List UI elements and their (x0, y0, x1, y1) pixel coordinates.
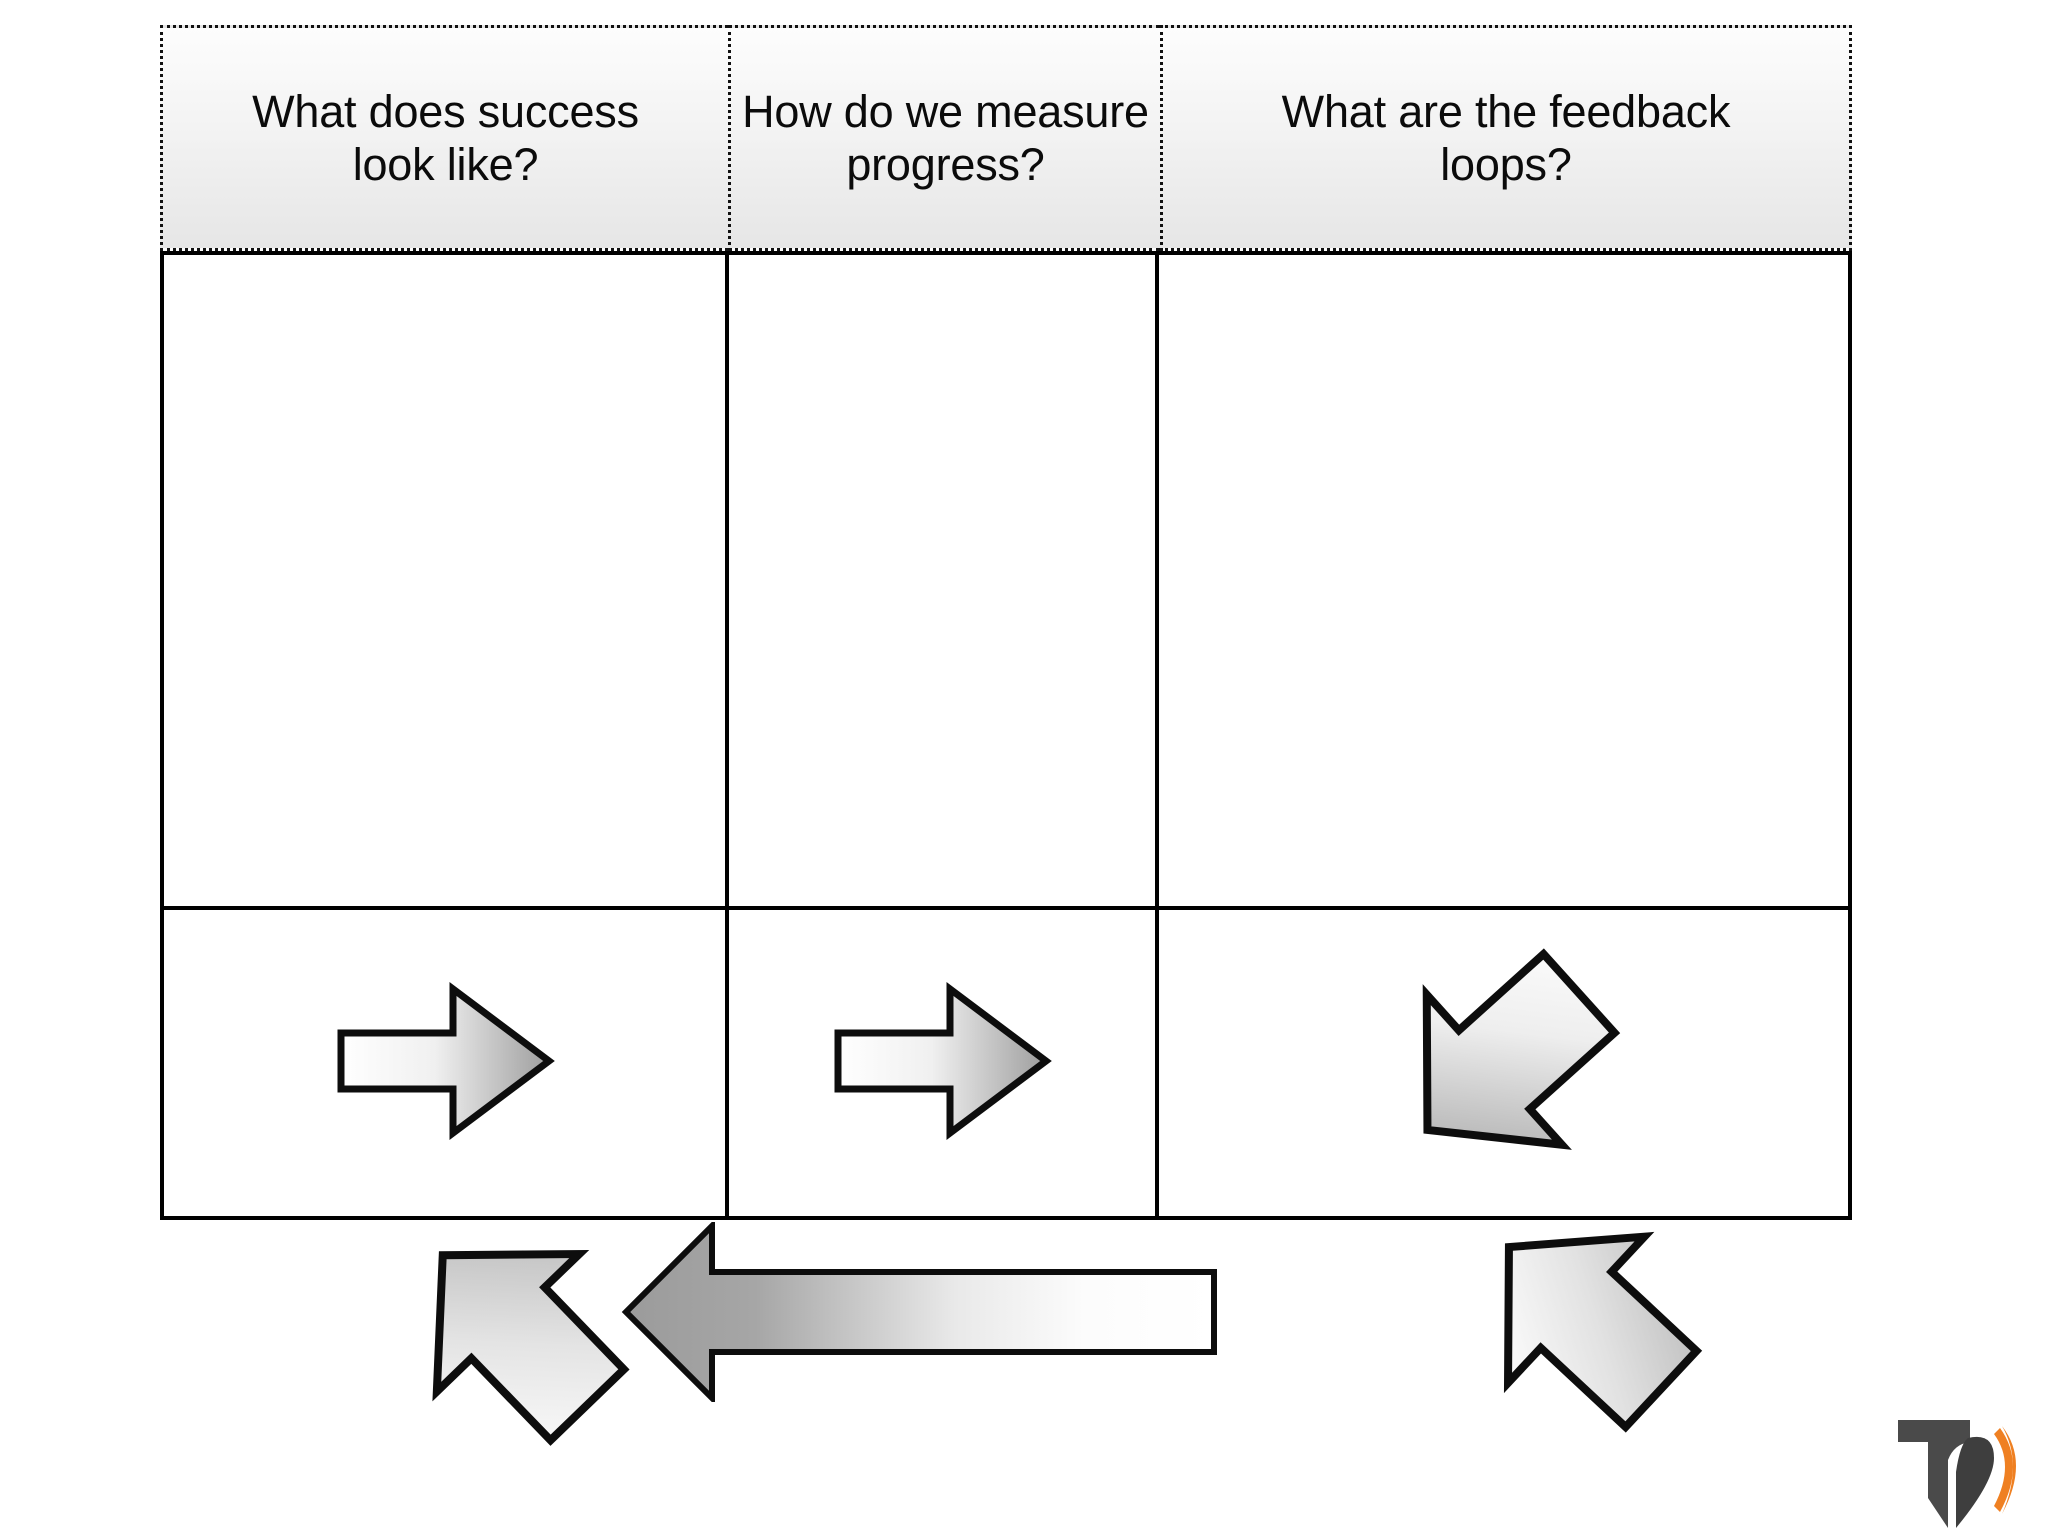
table-header-row: What does success look like? How do we m… (160, 25, 1852, 251)
header-line-2: look like? (352, 139, 539, 190)
table-content-row (160, 251, 1852, 910)
logo-accent-arc-2 (1994, 1428, 2013, 1512)
content-cell-success[interactable] (164, 255, 730, 906)
header-label-measure: How do we measure progress? (732, 85, 1159, 191)
arrow-cell-measure (729, 910, 1160, 1216)
arrow-cell-feedback (1159, 910, 1848, 1216)
success-measurement-feedback-grid: What does success look like? How do we m… (160, 25, 1852, 1220)
arrow-down-right-icon (1379, 946, 1629, 1181)
header-cell-measure: How do we measure progress? (728, 25, 1160, 251)
logo-accent-arc (2002, 1426, 2016, 1514)
loop-arrow-down-left-icon (1455, 1198, 1715, 1443)
content-cell-feedback[interactable] (1159, 255, 1848, 906)
arrow-cell-success (164, 910, 730, 1216)
arrow-right-icon (335, 981, 555, 1146)
header-line-2: progress? (846, 139, 1045, 190)
logo-mark-wing (1956, 1436, 1994, 1528)
arrow-right-icon (832, 981, 1053, 1146)
header-label-feedback: What are the feedback loops? (1272, 85, 1741, 191)
brand-logo[interactable] (1890, 1402, 2030, 1532)
header-line-1: What are the feedback (1281, 85, 1731, 137)
header-line-2: loops? (1440, 139, 1572, 190)
header-line-1: What does success (252, 85, 639, 137)
header-cell-success: What does success look like? (160, 25, 728, 251)
header-cell-feedback: What are the feedback loops? (1159, 25, 1852, 251)
logo-mark-shape (1898, 1420, 1970, 1528)
loop-arrow-left-long-icon (620, 1218, 1220, 1407)
loop-arrow-up-left-icon (390, 1210, 640, 1455)
table-arrow-row (160, 906, 1852, 1220)
header-label-success: What does success look like? (242, 85, 649, 191)
header-line-1: How do we measure (742, 85, 1149, 137)
content-cell-measure[interactable] (729, 255, 1160, 906)
